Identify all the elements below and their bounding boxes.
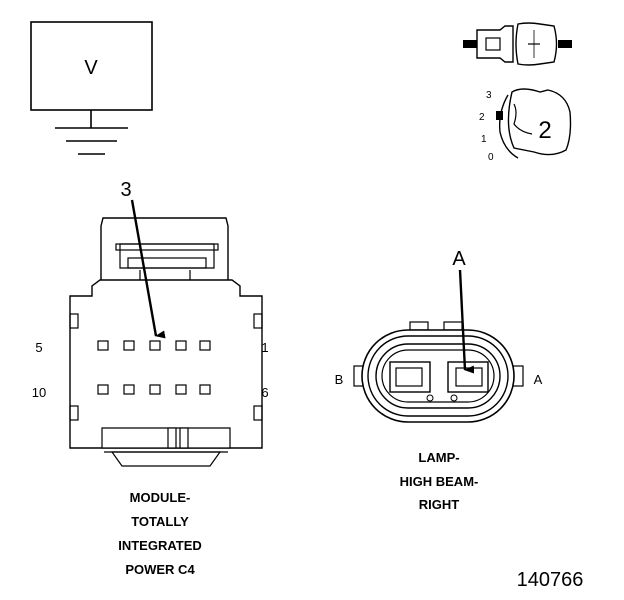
module-caption: MODULE- TOTALLY INTEGRATED POWER C4 <box>118 490 202 577</box>
pin-cavity <box>123 384 135 395</box>
pin-number-top-left: 5 <box>35 340 42 355</box>
voltmeter-symbol: V <box>30 21 153 155</box>
pin-cavity <box>149 384 161 395</box>
module-connector: 3 5 1 10 6 <box>32 179 269 467</box>
lamp-connector: A B A <box>335 248 543 423</box>
switch-position-1: 1 <box>481 134 487 145</box>
switch-position-3: 3 <box>486 90 492 101</box>
module-caption-line-1: MODULE- <box>130 490 191 505</box>
module-caption-line-2: TOTALLY <box>131 514 189 529</box>
lamp-side-label-right: A <box>534 372 543 387</box>
callout-arrow <box>458 269 475 374</box>
lamp-caption-line-2: HIGH BEAM- <box>400 474 479 489</box>
switch-position-0: 0 <box>488 152 494 163</box>
module-caption-line-3: INTEGRATED <box>118 538 202 553</box>
pin-number-bottom-right: 6 <box>261 385 268 400</box>
pin-number-bottom-left: 10 <box>32 385 46 400</box>
pin-cavity <box>97 384 109 395</box>
terminal-cavity-b <box>389 361 431 393</box>
pin-cavity <box>175 384 187 395</box>
module-caption-line-4: POWER C4 <box>125 562 195 577</box>
pin-cavity <box>199 384 211 395</box>
lamp-caption-line-3: RIGHT <box>419 497 460 512</box>
switch-position-2: 2 <box>479 112 485 123</box>
lamp-caption: LAMP- HIGH BEAM- RIGHT <box>400 450 479 512</box>
pin-cavity <box>149 340 161 351</box>
pin-cavity <box>123 340 135 351</box>
pin-cavity <box>97 340 109 351</box>
switch-selected-position: 2 <box>538 117 551 144</box>
rotary-switch-icon: 3 2 1 0 2 <box>479 88 572 163</box>
figure-id: 140766 <box>517 569 584 591</box>
lamp-side-label-left: B <box>335 372 344 387</box>
voltmeter-label: V <box>84 57 98 79</box>
lamp-callout-label: A <box>452 248 466 270</box>
lamp-caption-line-1: LAMP- <box>418 450 459 465</box>
pin-number-top-right: 1 <box>261 340 268 355</box>
pin-cavity <box>175 340 187 351</box>
callout-arrow <box>130 199 166 339</box>
pin-cavity <box>199 340 211 351</box>
probe-connector-icon <box>463 22 572 66</box>
module-callout-label: 3 <box>120 179 131 201</box>
